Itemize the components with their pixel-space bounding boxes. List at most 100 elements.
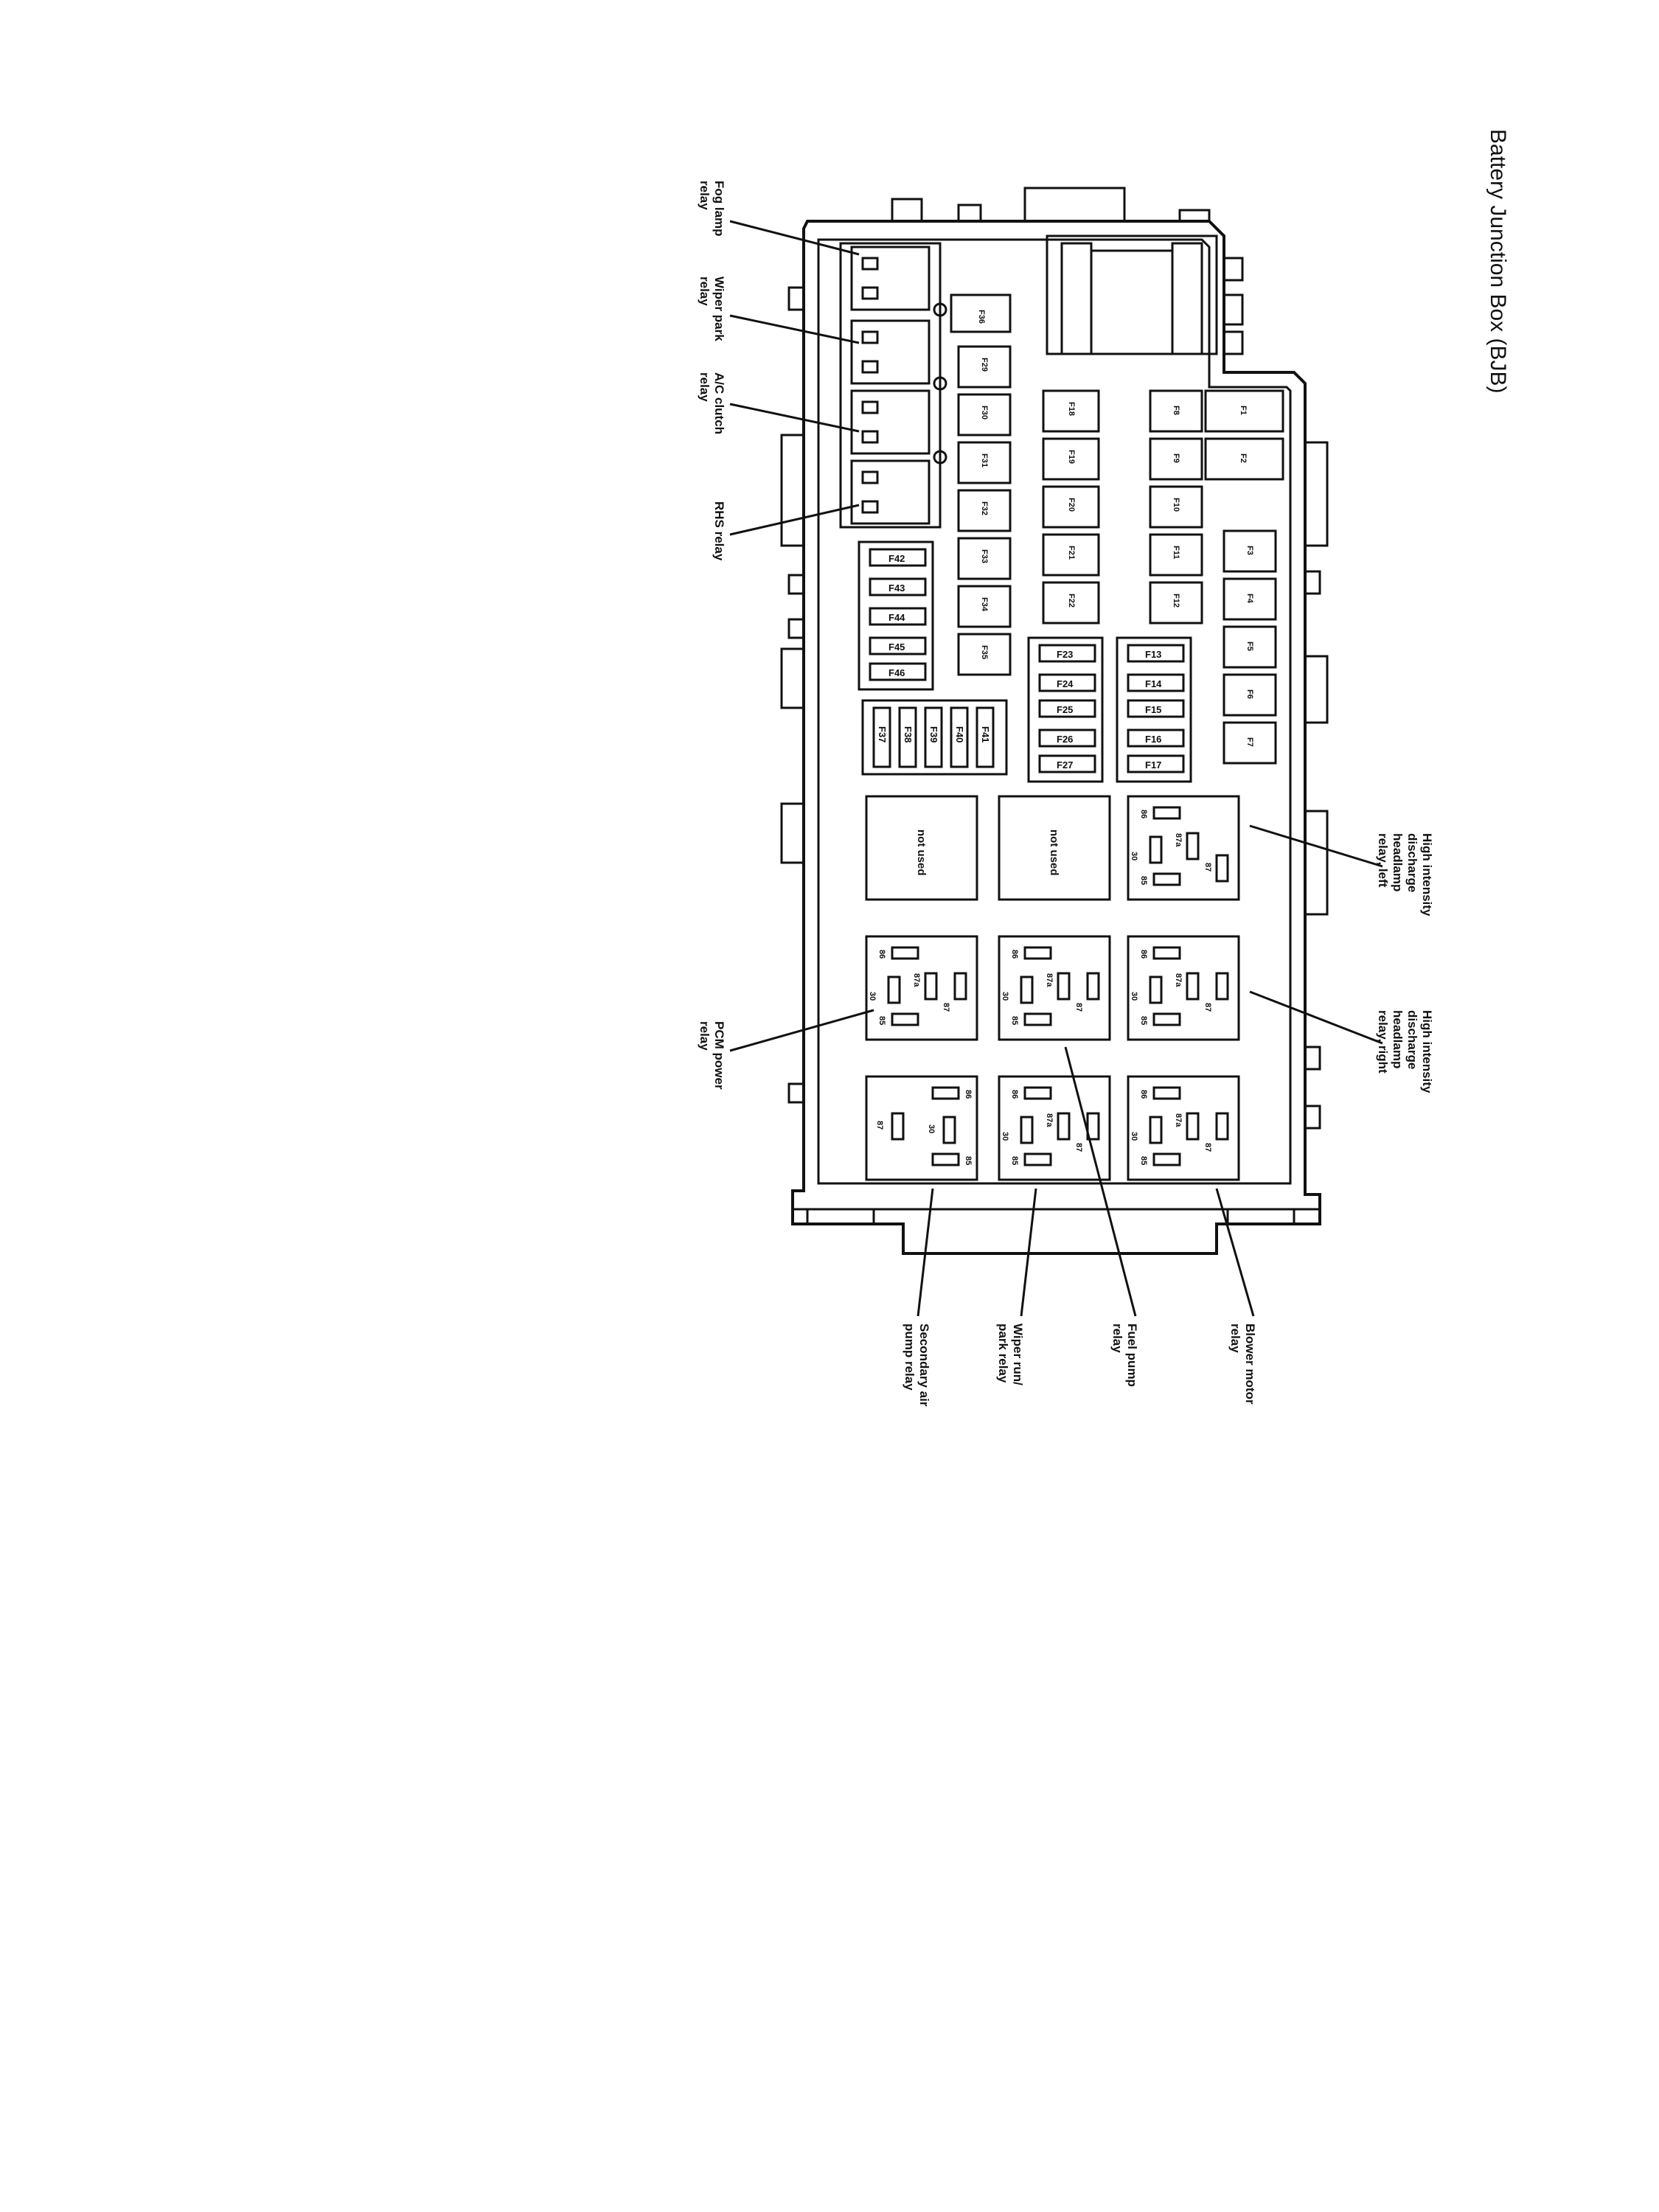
svg-text:86: 86	[877, 950, 886, 959]
fuse-f9: F9	[1149, 437, 1203, 481]
svg-text:F1: F1	[1239, 406, 1248, 415]
svg-text:F42: F42	[888, 553, 905, 564]
svg-text:F19: F19	[1067, 450, 1076, 464]
svg-text:not used: not used	[1048, 830, 1060, 876]
callout-secondary-air-pump-relay: Secondary air pump relay	[902, 1324, 931, 1407]
callout-ac-clutch-relay: A/C clutch relay	[698, 372, 726, 434]
mini-fuse-block-left	[858, 540, 934, 691]
svg-text:F45: F45	[888, 641, 905, 653]
housing-left-latches	[780, 286, 805, 1104]
svg-text:Fuel pump: Fuel pump	[1125, 1324, 1139, 1387]
svg-text:87: 87	[1074, 1143, 1083, 1152]
relay-socket-not-used-1: not used	[865, 795, 978, 901]
fuse-f43: F43	[869, 577, 927, 597]
svg-text:87: 87	[1203, 1003, 1212, 1012]
svg-text:relay: relay	[698, 1021, 712, 1051]
fuse-f10: F10	[1149, 485, 1203, 529]
svg-text:relay, right: relay, right	[1376, 1010, 1390, 1074]
svg-text:not used: not used	[915, 830, 928, 876]
svg-text:F15: F15	[1145, 704, 1161, 715]
svg-text:Wiper park: Wiper park	[712, 276, 726, 341]
svg-text:F14: F14	[1145, 678, 1162, 689]
fuse-f11: F11	[1149, 533, 1203, 577]
svg-text:F41: F41	[980, 726, 991, 742]
fuse-f8: F8	[1149, 389, 1203, 433]
svg-text:30: 30	[1001, 992, 1009, 1001]
svg-text:F2: F2	[1239, 453, 1248, 463]
callout-blower-motor-relay: Blower motor relay	[1228, 1324, 1257, 1405]
fuse-f6: F6	[1222, 673, 1277, 717]
relay-socket-pcm-power: 86 85 30 87a 87	[865, 935, 978, 1041]
svg-text:F24: F24	[1057, 678, 1074, 689]
fuse-f25: F25	[1038, 699, 1096, 718]
svg-text:87a: 87a	[1174, 833, 1183, 847]
svg-text:F30: F30	[980, 406, 989, 420]
svg-text:F16: F16	[1145, 734, 1161, 745]
svg-text:86: 86	[1139, 950, 1148, 959]
fuse-f32: F32	[957, 489, 1012, 532]
mini-fuse-block-vertical	[861, 699, 1008, 776]
fuse-f18: F18	[1042, 389, 1100, 433]
svg-text:F13: F13	[1145, 649, 1161, 660]
svg-text:F6: F6	[1245, 689, 1254, 699]
svg-text:30: 30	[868, 992, 877, 1001]
housing-top-tabs	[891, 187, 1244, 355]
svg-text:relay: relay	[698, 372, 712, 402]
callout-pcm-power-relay: PCM power relay	[698, 1021, 726, 1090]
fuse-f35: F35	[957, 633, 1012, 676]
callout-wiper-park-relay: Wiper park relay	[698, 276, 726, 341]
mini-relay-strip	[839, 242, 947, 529]
svg-text:pump relay: pump relay	[902, 1324, 917, 1391]
svg-text:F12: F12	[1172, 594, 1180, 608]
svg-text:F26: F26	[1057, 734, 1073, 745]
svg-text:30: 30	[1130, 1132, 1138, 1141]
relay-socket-fuel-pump: 86 85 30 87a 87	[998, 935, 1111, 1041]
fuse-f45: F45	[869, 636, 927, 655]
svg-text:discharge: discharge	[1405, 1010, 1419, 1069]
fuse-f39: F39	[924, 706, 943, 768]
svg-text:F32: F32	[980, 501, 989, 515]
fuse-f15: F15	[1127, 699, 1185, 718]
svg-text:F8: F8	[1172, 406, 1180, 415]
fuse-f41: F41	[975, 706, 995, 768]
svg-text:F40: F40	[954, 726, 965, 742]
svg-text:86: 86	[1139, 810, 1148, 818]
fuse-f24: F24	[1038, 673, 1096, 692]
svg-text:F7: F7	[1245, 737, 1254, 747]
svg-text:F23: F23	[1057, 649, 1073, 660]
relay-socket-not-used-2: not used	[998, 795, 1111, 901]
junction-box-housing	[791, 220, 1321, 1255]
svg-text:F22: F22	[1067, 594, 1076, 608]
svg-text:High intensity: High intensity	[1420, 1010, 1434, 1093]
callout-wiper-run-park-relay: Wiper run/ park relay	[996, 1324, 1025, 1385]
svg-text:87a: 87a	[912, 973, 921, 987]
fuse-f13: F13	[1127, 644, 1185, 663]
fuse-f31: F31	[957, 441, 1012, 484]
fuse-f37: F37	[872, 706, 891, 768]
svg-text:relay, left: relay, left	[1376, 833, 1390, 888]
callout-hid-headlamp-relay-right: High intensity discharge headlamp relay,…	[1376, 1010, 1434, 1093]
callout-rhs-relay: RHS relay	[712, 501, 726, 561]
fuse-f46: F46	[869, 662, 927, 681]
svg-text:30: 30	[1130, 852, 1138, 860]
svg-text:RHS relay: RHS relay	[712, 501, 726, 561]
svg-text:Blower motor: Blower motor	[1243, 1324, 1257, 1405]
relay-socket-wiper-run-park: 86 85 30 87a 87	[998, 1075, 1111, 1181]
svg-text:87: 87	[1203, 1143, 1212, 1152]
svg-text:F36: F36	[977, 310, 986, 324]
relay-socket-hid-left: 86 85 30 87a 87	[1127, 795, 1240, 901]
svg-text:F39: F39	[928, 726, 939, 742]
svg-text:30: 30	[1001, 1132, 1009, 1141]
svg-text:PCM power: PCM power	[712, 1021, 726, 1090]
svg-text:86: 86	[1010, 1090, 1019, 1099]
svg-text:F37: F37	[877, 726, 888, 742]
fuse-f20: F20	[1042, 485, 1100, 529]
svg-text:relay: relay	[698, 276, 712, 306]
svg-text:relay: relay	[1228, 1324, 1242, 1353]
fuse-f27: F27	[1038, 754, 1096, 773]
fuse-f14: F14	[1127, 673, 1185, 692]
svg-text:High intensity: High intensity	[1420, 833, 1434, 917]
svg-text:85: 85	[877, 1016, 886, 1025]
svg-text:F18: F18	[1067, 402, 1076, 416]
relay-socket-secondary-air-pump: 86 85 30 87	[865, 1075, 978, 1181]
